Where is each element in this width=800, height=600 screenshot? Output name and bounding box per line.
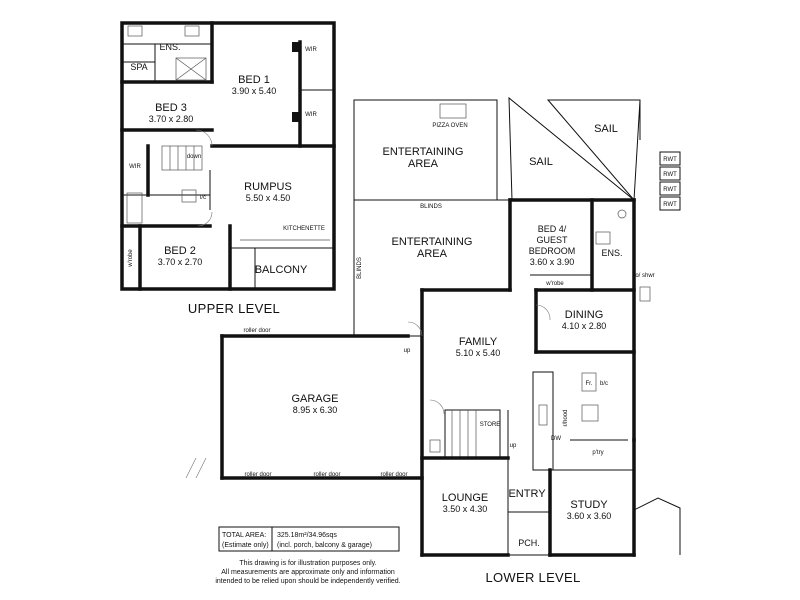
label-ens-upper: ENS. [159, 42, 180, 52]
label-up-2: up [510, 443, 517, 449]
label-rwt-1: RWT [663, 157, 677, 163]
label-rumpus-size: 5.50 x 4.50 [246, 193, 291, 203]
label-garage-size: 8.95 x 6.30 [293, 405, 338, 415]
label-roller-door-1: roller door [244, 472, 271, 478]
label-wrobe-upper: w'robe [128, 249, 134, 268]
area-table [218, 526, 400, 552]
label-bed-3: BED 3 [155, 102, 187, 114]
label-roller-door-3: roller door [380, 472, 407, 478]
label-sail-1: SAIL [529, 156, 553, 168]
label-garage: GARAGE [291, 393, 338, 405]
disclaimer-line-3: intended to be relied upon should be ind… [215, 578, 400, 585]
label-family: FAMILY [459, 336, 498, 348]
label-dining-size: 4.10 x 2.80 [562, 321, 607, 331]
label-lounge: LOUNGE [442, 492, 488, 504]
label-spa: SPA [130, 62, 147, 72]
label-entertaining-1b: AREA [408, 158, 439, 170]
disclaimer-line-1: This drawing is for illustration purpose… [239, 560, 376, 567]
label-kitchenette: KITCHENETTE [283, 226, 325, 232]
label-study: STUDY [570, 499, 608, 511]
label-bic: b/c [600, 381, 608, 387]
label-wir-3: WIR [129, 164, 141, 170]
label-bed-1-size: 3.90 x 5.40 [232, 86, 277, 96]
upper-outer-wall [120, 21, 336, 291]
label-wir-2: WIR [305, 112, 317, 118]
label-bed-4-size: 3.60 x 3.90 [530, 257, 575, 267]
area-label-1: TOTAL AREA: [222, 532, 266, 539]
label-ens-lower: ENS. [601, 248, 622, 258]
label-lc: l/c [200, 195, 206, 201]
label-balcony: BALCONY [255, 264, 308, 276]
label-sail-2: SAIL [594, 123, 618, 135]
disclaimer-line-2: All measurements are approximate only an… [221, 569, 395, 576]
label-porch: PCH. [518, 538, 540, 548]
label-fridge: Fr. [586, 381, 593, 387]
label-pizza-oven: PIZZA OVEN [432, 123, 467, 129]
label-bed-2-size: 3.70 x 2.70 [158, 257, 203, 267]
area-value-2: (incl. porch, balcony & garage) [277, 542, 372, 549]
label-rwt-4: RWT [663, 202, 677, 208]
area-value-1: 325.18m²/34.96sqs [277, 532, 337, 539]
label-bed-2: BED 2 [164, 245, 196, 257]
label-wrobe-lower: w'robe [545, 281, 564, 287]
label-roller-door-2: roller door [313, 472, 340, 478]
lower-level-title: LOWER LEVEL [485, 570, 580, 585]
label-store: STORE [480, 422, 501, 428]
upper-level-plan [120, 21, 336, 291]
label-shwr: o/ shwr [635, 273, 654, 279]
label-bed-1: BED 1 [238, 74, 270, 86]
label-rwt-2: RWT [663, 172, 677, 178]
label-family-size: 5.10 x 5.40 [456, 348, 501, 358]
sail-1 [508, 96, 636, 201]
label-down: down [187, 154, 201, 160]
label-roller-door-top: roller door [243, 328, 270, 334]
label-dining: DINING [565, 309, 604, 321]
label-bed-4-b: GUEST [536, 235, 568, 245]
area-label-2: (Estimate only) [222, 542, 269, 549]
label-entertaining-2b: AREA [417, 248, 448, 260]
sail-2 [546, 99, 641, 202]
label-lounge-size: 3.50 x 4.30 [443, 504, 488, 514]
label-dw: DW [551, 436, 561, 442]
label-blinds-v: BLINDS [357, 257, 363, 279]
label-bed-4-c: BEDROOM [529, 246, 576, 256]
lower-level-plan [185, 96, 681, 557]
label-up-1: up [404, 348, 411, 354]
label-entertaining-1a: ENTERTAINING [383, 146, 464, 158]
label-pantry: p'try [592, 450, 603, 456]
upper-level-title: UPPER LEVEL [188, 301, 280, 316]
label-bed-4-a: BED 4/ [538, 224, 567, 234]
label-entertaining-2a: ENTERTAINING [392, 236, 473, 248]
label-rhood: r/hood [563, 409, 569, 426]
label-blinds-h: BLINDS [420, 204, 442, 210]
label-rwt-3: RWT [663, 187, 677, 193]
label-study-size: 3.60 x 3.60 [567, 511, 612, 521]
label-wir-1: WIR [305, 47, 317, 53]
label-bed-3-size: 3.70 x 2.80 [149, 114, 194, 124]
label-entry: ENTRY [508, 488, 546, 500]
label-rumpus: RUMPUS [244, 181, 292, 193]
